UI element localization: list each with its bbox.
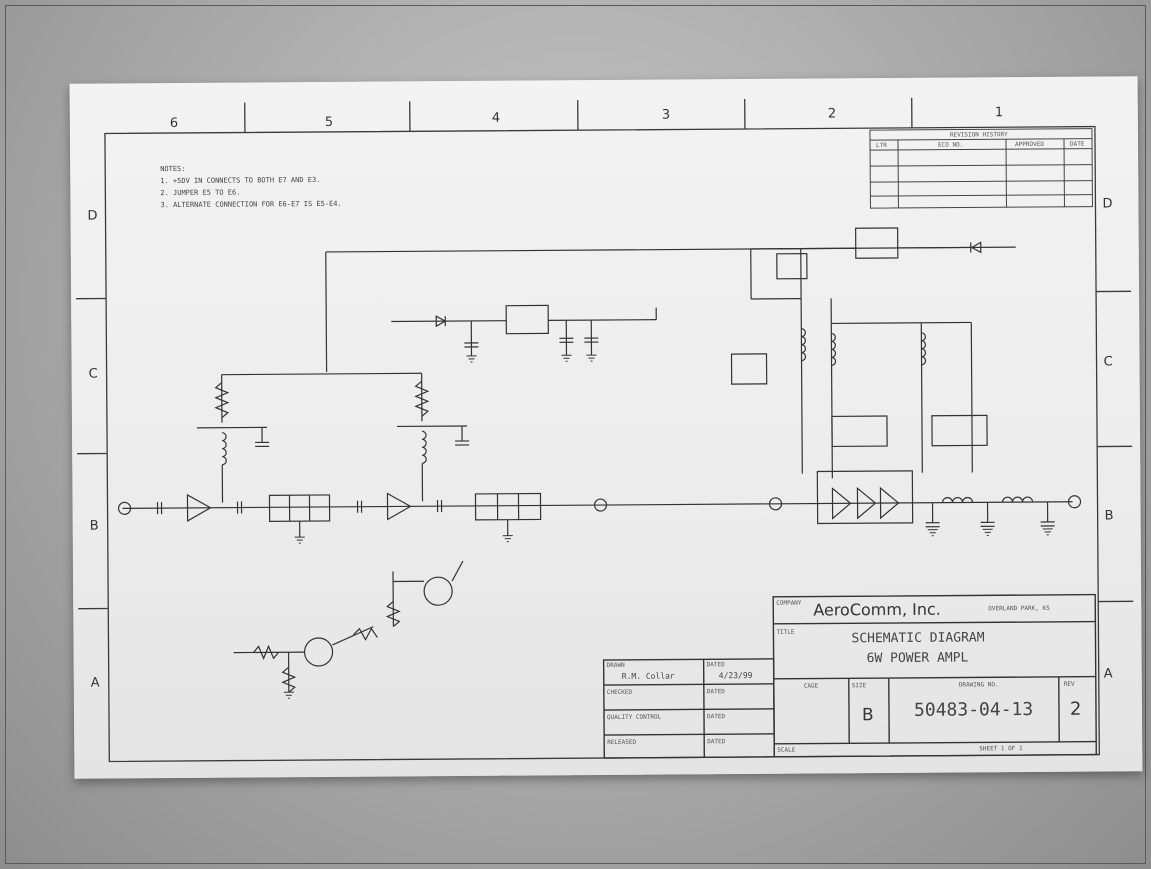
drawn-label: DRAWN <box>606 661 625 670</box>
revision-col-date: DATE <box>1070 140 1085 148</box>
drawing-border <box>104 125 1100 763</box>
ground-symbols <box>283 354 1053 699</box>
zone-top-4: 4 <box>491 110 501 126</box>
company-name: AeroComm, Inc. <box>813 599 941 620</box>
revision-col-eco: ECO NO. <box>938 141 964 149</box>
title-block <box>602 593 1098 759</box>
zone-side-b-right: B <box>1104 508 1114 524</box>
schematic-drawing <box>76 97 1134 763</box>
revision-col-approved: APPROVED <box>1015 140 1044 149</box>
drawing-number: 50483-04-13 <box>913 699 1034 721</box>
dated-label: DATED <box>706 661 725 669</box>
drawn-by: R.M. Collar <box>621 671 675 681</box>
zone-side-a-left: A <box>90 675 100 691</box>
drawing-notes: NOTES: 1. +5DV IN CONNECTS TO BOTH E7 AN… <box>160 162 342 211</box>
checked-dated-label: DATED <box>706 688 725 696</box>
zone-top-5: 5 <box>324 114 334 130</box>
checked-label: CHECKED <box>606 688 633 697</box>
note-3: 3. ALTERNATE CONNECTION FOR E6-E7 IS E5-… <box>160 199 342 210</box>
zone-top-1: 1 <box>994 105 1004 121</box>
quality-control-label: QUALITY CONTROL <box>607 713 662 721</box>
zone-top-3: 3 <box>661 107 671 123</box>
sheet-label: SHEET 1 OF 1 <box>979 745 1023 753</box>
revision-header: REVISION HISTORY <box>949 131 1008 139</box>
zone-top-6: 6 <box>169 115 179 132</box>
released-dated-label: DATED <box>707 738 726 746</box>
revision-col-ltr: LTR <box>876 142 887 150</box>
circuit-wiring <box>117 227 1082 693</box>
revision-table <box>869 128 1093 209</box>
drawing-no-label: DRAWING NO. <box>958 681 999 689</box>
title-line-2: 6W POWER AMPL <box>866 650 969 667</box>
zone-side-b-left: B <box>89 518 99 534</box>
note-1: 1. +5DV IN CONNECTS TO BOTH E7 AND E3. <box>160 175 321 186</box>
title-label: TITLE <box>776 628 795 636</box>
zone-side-d-right: D <box>1102 196 1113 212</box>
cage-label: CAGE <box>803 682 819 690</box>
scale-label: SCALE <box>777 746 796 754</box>
zone-side-d-left: D <box>87 208 98 224</box>
rev-label: REV <box>1063 680 1075 688</box>
schematic-sheet: 6 5 4 3 2 1 D C B A D C B A NOTES: 1. +5… <box>69 76 1143 779</box>
company-label: COMPANY <box>776 599 802 607</box>
released-label: RELEASED <box>607 738 637 746</box>
size-value: B <box>861 705 874 726</box>
zone-side-c-right: C <box>1103 354 1113 370</box>
zone-side-a-right: A <box>1103 666 1113 682</box>
company-location: OVERLAND PARK, KS <box>988 604 1050 613</box>
quality-dated-label: DATED <box>706 713 726 721</box>
zone-top-2: 2 <box>827 106 837 122</box>
title-line-1: SCHEMATIC DIAGRAM <box>851 630 985 647</box>
rev-value: 2 <box>1069 698 1082 720</box>
drawn-date: 4/23/99 <box>718 670 753 681</box>
zone-side-c-left: C <box>88 366 98 382</box>
size-label: SIZE <box>851 682 867 690</box>
